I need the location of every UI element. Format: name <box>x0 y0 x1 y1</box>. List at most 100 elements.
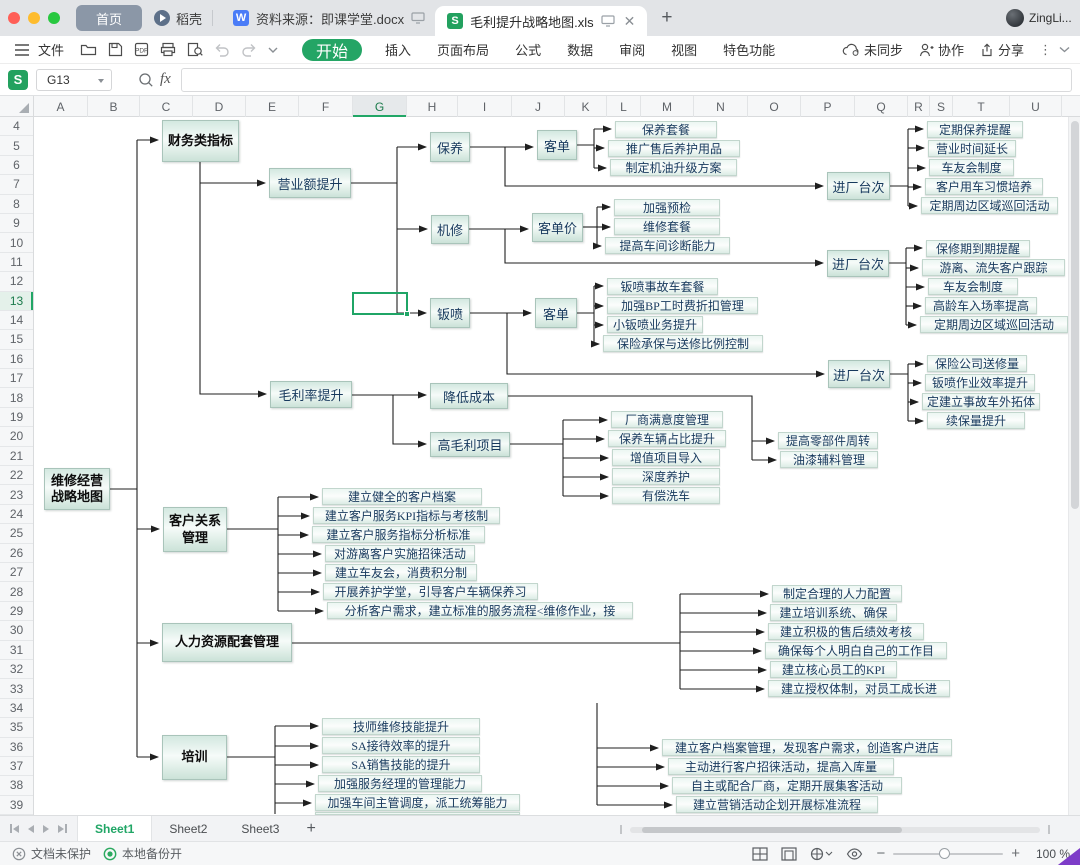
row-header-12[interactable]: 12 <box>0 272 33 292</box>
row-header-22[interactable]: 22 <box>0 466 33 486</box>
row-header-25[interactable]: 25 <box>0 524 33 544</box>
row-header-9[interactable]: 9 <box>0 214 33 234</box>
row-header-5[interactable]: 5 <box>0 136 33 156</box>
column-header-A[interactable]: A <box>34 96 88 117</box>
zoom-in-button[interactable]: + <box>1011 845 1020 862</box>
column-header-H[interactable]: H <box>407 96 458 117</box>
file-menu[interactable]: 文件 <box>38 43 65 58</box>
column-header-D[interactable]: D <box>193 96 246 117</box>
column-header-I[interactable]: I <box>458 96 512 117</box>
add-sheet-button[interactable]: + <box>306 819 316 837</box>
row-header-34[interactable]: 34 <box>0 699 33 719</box>
row-header-35[interactable]: 35 <box>0 718 33 738</box>
page-layout-view-icon[interactable] <box>781 846 798 861</box>
formula-input[interactable] <box>180 67 1072 92</box>
row-header-17[interactable]: 17 <box>0 369 33 389</box>
column-header-T[interactable]: T <box>953 96 1010 117</box>
share-button[interactable]: 分享 <box>980 40 1024 59</box>
column-header-N[interactable]: N <box>694 96 748 117</box>
user-account[interactable]: ZingLi... <box>1006 9 1080 27</box>
menu-tab-7[interactable]: 视图 <box>671 43 698 58</box>
row-header-8[interactable]: 8 <box>0 195 33 214</box>
row-header-4[interactable]: 4 <box>0 117 33 137</box>
export-pdf-icon[interactable]: PDF <box>134 42 149 57</box>
row-header-16[interactable]: 16 <box>0 350 33 370</box>
page-break-preview-button[interactable] <box>810 847 833 861</box>
search-icon[interactable] <box>138 72 154 88</box>
row-header-19[interactable]: 19 <box>0 408 33 428</box>
sheet-tab-Sheet3[interactable]: Sheet3 <box>241 821 280 836</box>
traffic-zoom-icon[interactable] <box>48 12 60 24</box>
hamburger-menu-icon[interactable] <box>14 43 30 57</box>
tab-home[interactable]: 首页 <box>76 5 142 31</box>
menu-tab-2[interactable]: 插入 <box>385 43 412 58</box>
row-header-14[interactable]: 14 <box>0 311 33 331</box>
row-header-11[interactable]: 11 <box>0 253 33 273</box>
row-header-29[interactable]: 29 <box>0 602 33 622</box>
row-header-32[interactable]: 32 <box>0 660 33 680</box>
menu-tab-1[interactable]: 开始 <box>302 38 363 61</box>
tab-document-docx[interactable]: W 资料来源：即课学堂.docx <box>223 0 435 36</box>
collapse-ribbon-icon[interactable] <box>1059 46 1070 53</box>
row-header-13[interactable]: 13 <box>0 291 33 311</box>
zoom-slider-thumb[interactable] <box>939 847 951 859</box>
column-header-L[interactable]: L <box>607 96 641 117</box>
sheet-tab-Sheet2[interactable]: Sheet2 <box>169 821 208 836</box>
first-sheet-icon[interactable] <box>10 824 19 833</box>
sheet-tab-Sheet1[interactable]: Sheet1 <box>77 815 153 842</box>
more-options-icon[interactable]: ⋮ <box>1039 41 1052 57</box>
vertical-scrollbar[interactable] <box>1068 117 1080 815</box>
row-header-24[interactable]: 24 <box>0 505 33 525</box>
column-header-R[interactable]: R <box>908 96 930 117</box>
menu-tab-4[interactable]: 公式 <box>515 43 542 58</box>
name-box[interactable]: G13 <box>36 68 112 91</box>
document-protection-status[interactable]: 文档未保护 <box>12 845 91 862</box>
normal-view-icon[interactable] <box>752 846 769 861</box>
print-icon[interactable] <box>160 42 176 57</box>
row-header-26[interactable]: 26 <box>0 544 33 563</box>
next-sheet-icon[interactable] <box>43 824 49 833</box>
row-header-18[interactable]: 18 <box>0 388 33 408</box>
row-header-27[interactable]: 27 <box>0 563 33 583</box>
collaborate-button[interactable]: 协作 <box>919 40 964 59</box>
save-icon[interactable] <box>108 42 123 57</box>
row-header-37[interactable]: 37 <box>0 757 33 777</box>
local-backup-status[interactable]: 本地备份开 <box>103 845 182 862</box>
name-box-dropdown-icon[interactable] <box>98 78 104 83</box>
column-header-J[interactable]: J <box>512 96 565 117</box>
column-header-U[interactable]: U <box>1010 96 1062 117</box>
menu-tab-8[interactable]: 特色功能 <box>723 43 776 58</box>
sheet-canvas[interactable] <box>34 117 1080 815</box>
column-header-K[interactable]: K <box>565 96 607 117</box>
print-preview-icon[interactable] <box>187 42 203 57</box>
column-header-E[interactable]: E <box>246 96 299 117</box>
tab-docer[interactable]: 稻壳 <box>154 9 202 28</box>
select-all-corner[interactable] <box>0 96 34 117</box>
row-header-38[interactable]: 38 <box>0 776 33 796</box>
vertical-scrollbar-thumb[interactable] <box>1071 121 1079 509</box>
column-header-B[interactable]: B <box>88 96 140 117</box>
row-header-31[interactable]: 31 <box>0 641 33 660</box>
undo-icon[interactable] <box>214 43 230 57</box>
zoom-out-button[interactable]: − <box>876 845 886 862</box>
column-header-S[interactable]: S <box>930 96 953 117</box>
prev-sheet-icon[interactable] <box>28 824 34 833</box>
menu-tab-5[interactable]: 数据 <box>567 43 594 58</box>
toolbar-dropdown-icon[interactable] <box>268 47 278 53</box>
column-header-G[interactable]: G <box>353 96 407 117</box>
row-header-7[interactable]: 7 <box>0 175 33 195</box>
row-header-20[interactable]: 20 <box>0 427 33 447</box>
horizontal-scrollbar[interactable] <box>620 825 1050 834</box>
row-header-21[interactable]: 21 <box>0 447 33 467</box>
menu-tab-3[interactable]: 页面布局 <box>437 43 490 58</box>
traffic-minimize-icon[interactable] <box>28 12 40 24</box>
sync-status[interactable]: 未同步 <box>842 40 903 59</box>
row-header-33[interactable]: 33 <box>0 679 33 699</box>
row-header-36[interactable]: 36 <box>0 738 33 757</box>
tab-document-xls-active[interactable]: S 毛利提升战略地图.xls ✕ <box>435 6 648 36</box>
open-folder-icon[interactable] <box>80 42 97 57</box>
traffic-close-icon[interactable] <box>8 12 20 24</box>
row-header-30[interactable]: 30 <box>0 621 33 641</box>
row-header-10[interactable]: 10 <box>0 233 33 253</box>
new-tab-button[interactable]: + <box>661 7 673 28</box>
